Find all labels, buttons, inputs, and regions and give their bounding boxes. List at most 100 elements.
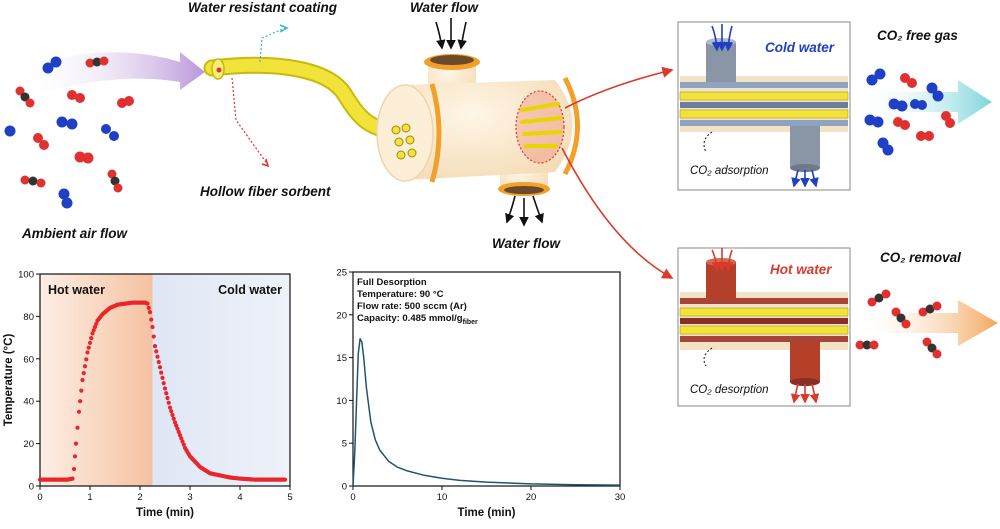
temperature-point bbox=[154, 349, 159, 354]
air-flow-arrow bbox=[20, 52, 205, 100]
temperature-point bbox=[151, 334, 156, 339]
temperature-point bbox=[94, 321, 99, 326]
temperature-point bbox=[90, 331, 95, 336]
air-molecules bbox=[4, 56, 134, 209]
hot-water-region-label: Hot water bbox=[48, 283, 105, 297]
temperature-point bbox=[177, 433, 183, 438]
legend-line-3: Flow rate: 500 sccm (Ar) bbox=[357, 301, 467, 312]
ambient-air-label: Ambient air flow bbox=[22, 226, 128, 241]
temperature-point bbox=[174, 423, 179, 428]
chart1-xtick-label: 4 bbox=[237, 492, 242, 503]
temperature-point bbox=[75, 425, 80, 430]
chart1-ytick-label: 60 bbox=[23, 354, 34, 365]
co2-removal-label: CO₂ removal bbox=[880, 250, 961, 265]
chart1-xtick-label: 2 bbox=[137, 492, 142, 503]
chart2-ytick-label: 25 bbox=[336, 268, 347, 279]
temperature-point bbox=[165, 395, 170, 401]
temperature-point bbox=[73, 441, 79, 446]
chart1-xtick-label: 3 bbox=[187, 492, 192, 503]
chart2-ytick-label: 10 bbox=[336, 396, 347, 407]
temperature-point bbox=[181, 442, 186, 447]
temperature-point bbox=[164, 391, 169, 396]
legend-line-1: Full Desorption bbox=[357, 277, 427, 288]
temperature-point bbox=[162, 386, 168, 391]
temperature-point bbox=[70, 476, 75, 481]
temperature-point bbox=[76, 409, 82, 414]
temperature-point bbox=[87, 340, 93, 345]
clean-gas-molecules bbox=[864, 68, 955, 156]
contactor-module bbox=[376, 54, 580, 196]
chart2-xtick-label: 10 bbox=[437, 492, 448, 503]
chart2-xtick-label: 20 bbox=[526, 492, 537, 503]
temperature-point bbox=[85, 350, 90, 355]
chart1-xtick-label: 1 bbox=[87, 492, 92, 503]
co2-desorption-label: CO₂ desorption bbox=[690, 384, 769, 396]
temperature-point bbox=[91, 328, 96, 333]
legend-line-4-sub: fiber bbox=[462, 318, 478, 326]
temperature-point bbox=[159, 370, 164, 375]
temperature-point bbox=[155, 354, 160, 359]
temperature-point bbox=[81, 371, 86, 376]
co2-removal-arrow bbox=[855, 300, 998, 346]
temperature-point bbox=[92, 324, 98, 330]
chart2-ytick-label: 0 bbox=[342, 482, 347, 493]
chart1-ytick-label: 100 bbox=[18, 270, 34, 281]
temperature-point bbox=[161, 381, 166, 386]
co2-free-gas-label: CO₂ free gas bbox=[877, 28, 958, 43]
cold-water-region-label: Cold water bbox=[218, 283, 282, 297]
temperature-point bbox=[166, 400, 171, 405]
chart1-xlabel: Time (min) bbox=[136, 507, 194, 519]
temperature-point bbox=[80, 377, 85, 383]
hot-water-region bbox=[40, 274, 153, 486]
chart1-xtick-label: 5 bbox=[287, 492, 292, 503]
hot-water-label: Hot water bbox=[770, 262, 832, 277]
water-flow-top-label: Water flow bbox=[410, 0, 479, 15]
temperature-point bbox=[150, 324, 155, 330]
cold-water-label: Cold water bbox=[765, 40, 835, 55]
chart2-ytick-label: 15 bbox=[336, 353, 347, 364]
legend-line-2: Temperature: 90 °C bbox=[357, 289, 444, 300]
temperature-point bbox=[160, 375, 165, 380]
chart2-xtick-label: 0 bbox=[350, 492, 355, 503]
chart1-plot-frame bbox=[39, 273, 291, 487]
chart1-ytick-label: 40 bbox=[23, 397, 34, 408]
temperature-point bbox=[89, 336, 94, 341]
temperature-point bbox=[175, 426, 180, 431]
chart2-xlabel: Time (min) bbox=[458, 507, 516, 519]
chart2-legend: Full Desorption Temperature: 90 °C Flow … bbox=[357, 277, 478, 329]
temperature-point bbox=[82, 364, 88, 369]
temperature-point bbox=[147, 310, 153, 315]
temperature-point bbox=[78, 399, 83, 404]
temperature-point bbox=[72, 454, 78, 459]
hot-water-panel bbox=[677, 247, 851, 407]
chart1-ytick-label: 20 bbox=[23, 439, 34, 450]
temperature-point bbox=[149, 317, 154, 322]
chart1-ytick-label: 80 bbox=[23, 312, 34, 323]
cold-water-region bbox=[152, 274, 290, 486]
temperature-point bbox=[180, 439, 185, 444]
temperature-point bbox=[86, 345, 91, 350]
temperature-point bbox=[282, 477, 288, 482]
chart2-ytick-label: 20 bbox=[336, 310, 347, 321]
water-coating-label: Water resistant coating bbox=[188, 0, 338, 15]
temperature-point bbox=[146, 305, 151, 311]
temperature-point bbox=[145, 301, 150, 306]
concentration-line bbox=[352, 338, 621, 487]
temperature-point bbox=[157, 365, 163, 370]
chart1-xtick-label: 0 bbox=[37, 492, 42, 503]
hollow-fiber-label: Hollow fiber sorbent bbox=[200, 184, 331, 199]
chart1-ylabel: Temperature (°C) bbox=[3, 334, 15, 427]
temperature-point bbox=[169, 409, 174, 414]
legend-line-4: Capacity: 0.485 mmol/gfiber bbox=[357, 313, 478, 329]
cold-water-panel bbox=[677, 21, 851, 191]
chart2-xtick-label: 30 bbox=[615, 492, 626, 503]
temperature-point bbox=[167, 405, 173, 410]
temperature-point bbox=[176, 429, 181, 435]
temperature-point bbox=[79, 388, 84, 393]
temperature-point bbox=[179, 436, 184, 441]
chart2-ytick-label: 5 bbox=[342, 439, 347, 450]
temperature-point bbox=[152, 343, 158, 349]
temperature-point bbox=[84, 357, 89, 362]
